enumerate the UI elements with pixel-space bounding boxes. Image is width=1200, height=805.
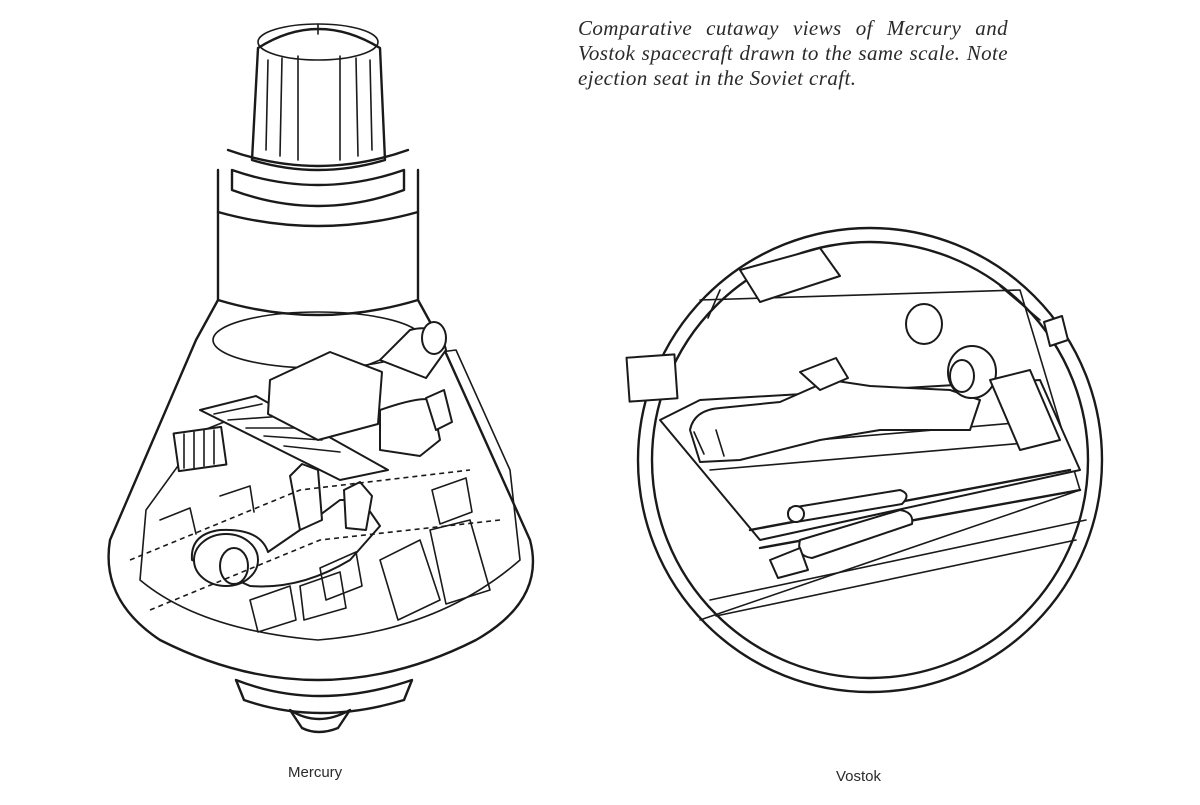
vostok-outer-sphere <box>636 226 1104 694</box>
vostok-side-panel <box>625 353 679 403</box>
mercury-heat-shield <box>234 678 414 715</box>
vostok-spacecraft-drawing <box>625 226 1104 694</box>
mercury-spacecraft-drawing <box>107 23 535 734</box>
mercury-label: Mercury <box>288 764 343 781</box>
mercury-antenna-canister <box>250 27 387 172</box>
figure-caption: Comparative cutaway views of Mercury and… <box>578 16 1008 90</box>
vostok-porthole <box>905 303 943 345</box>
vostok-hatch <box>739 247 841 303</box>
mercury-conical-body <box>107 298 535 682</box>
mercury-recovery-section <box>216 168 420 317</box>
vostok-cosmonaut-figure <box>689 379 981 463</box>
vostok-label: Vostok <box>836 768 882 785</box>
